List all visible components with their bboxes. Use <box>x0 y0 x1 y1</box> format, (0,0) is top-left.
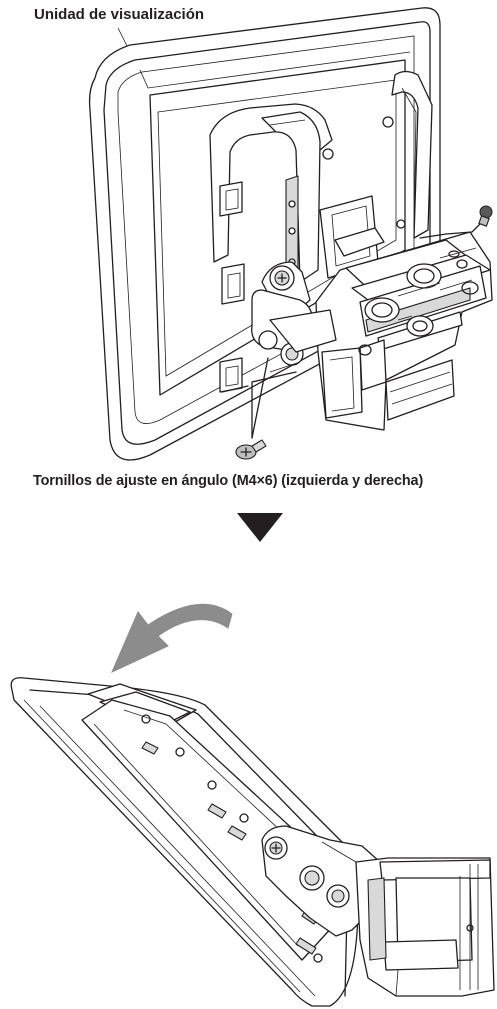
screw-left-icon <box>235 439 267 460</box>
screw-right-icon <box>478 205 493 227</box>
angle-screws-label: Tornillos de ajuste en ángulo (M4×6) (iz… <box>33 473 424 489</box>
display-unit-rear-illustration <box>88 7 493 461</box>
curved-arrow-left-icon <box>111 603 233 674</box>
display-unit-label: Unidad de visualización <box>34 6 205 23</box>
